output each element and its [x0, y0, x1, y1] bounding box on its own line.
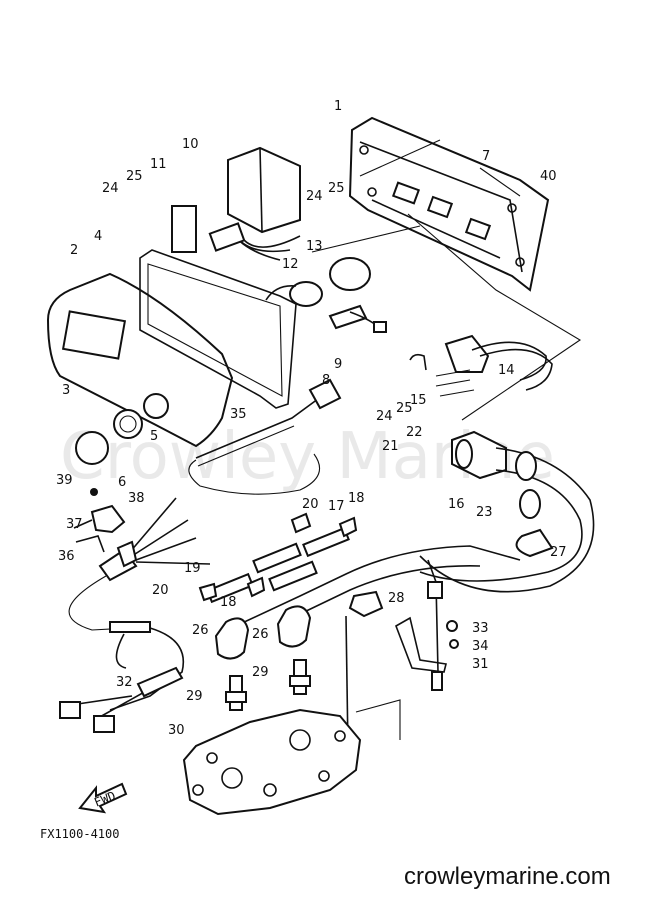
callout: 24 — [306, 189, 323, 204]
bracket-31 — [395, 616, 447, 673]
callout: 32 — [116, 675, 133, 690]
callout: 3 — [62, 383, 70, 398]
callout: 15 — [410, 393, 427, 408]
plug-cap-right — [276, 605, 312, 648]
callout: 28 — [388, 591, 405, 606]
clip-18 — [338, 516, 358, 538]
callout: 26 — [252, 627, 269, 642]
callout: 5 — [150, 429, 158, 444]
callout: 20 — [302, 497, 319, 512]
ignition-coil-14 — [444, 334, 490, 373]
box-cover — [46, 272, 234, 448]
callout: 37 — [66, 517, 83, 532]
washer-34 — [449, 639, 459, 649]
callout: 24 — [376, 409, 393, 424]
clip-20 — [290, 512, 312, 534]
callout: 26 — [192, 623, 209, 638]
callout: 6 — [118, 475, 126, 490]
callout: 29 — [186, 689, 203, 704]
callout: 25 — [126, 169, 143, 184]
callout: 4 — [94, 229, 102, 244]
drawing-code: FX1100-4100 — [40, 827, 119, 841]
bolt-33 — [446, 620, 458, 632]
plug-leads — [239, 545, 521, 625]
callout: 29 — [252, 665, 269, 680]
pulser-coil — [289, 281, 323, 307]
ignition-coil — [419, 430, 595, 593]
cap — [75, 431, 109, 465]
rubber-seal — [113, 409, 143, 439]
sensor-28 — [348, 590, 384, 618]
callout: 23 — [476, 505, 493, 520]
plug-cap-left — [214, 617, 250, 660]
clamp-32 — [115, 633, 127, 669]
callout: 8 — [322, 373, 330, 388]
harness-36 — [68, 497, 211, 631]
callout: 24 — [102, 181, 119, 196]
callout: 19 — [184, 561, 201, 576]
gasket — [139, 249, 297, 409]
electrical-box-base — [348, 116, 550, 292]
callout: 7 — [482, 149, 490, 164]
callout: 20 — [152, 583, 169, 598]
callout: 17 — [328, 499, 345, 514]
callout: 35 — [230, 407, 247, 422]
callout: 21 — [382, 439, 399, 454]
callout: 25 — [328, 181, 345, 196]
spark-plug-right — [289, 659, 311, 695]
clamp — [515, 528, 554, 558]
callout: 34 — [472, 639, 489, 654]
spark-plug-left — [225, 675, 247, 711]
callout: 1 — [334, 99, 342, 114]
callout: 27 — [550, 545, 567, 560]
callout: 31 — [472, 657, 489, 672]
callout: 36 — [58, 549, 75, 564]
callout: 14 — [498, 363, 515, 378]
callout: 2 — [70, 243, 78, 258]
callout: 25 — [396, 401, 413, 416]
callout: 40 — [540, 169, 557, 184]
callout: 39 — [56, 473, 73, 488]
callout: 18 — [220, 595, 237, 610]
grommet-23a — [515, 451, 537, 481]
callout: 18 — [348, 491, 365, 506]
callouts: 1 2 3 4 5 6 7 8 9 10 11 12 13 14 15 16 1… — [56, 99, 567, 738]
callout: 13 — [306, 239, 323, 254]
cylinder-head — [182, 708, 362, 816]
callout: 10 — [182, 137, 199, 152]
grommet-23b — [519, 489, 541, 519]
callout: 12 — [282, 257, 299, 272]
callout: 9 — [334, 357, 342, 372]
callout: 38 — [128, 491, 145, 506]
bracket — [171, 205, 197, 253]
callout: 33 — [472, 621, 489, 636]
site-name: crowleymarine.com — [404, 863, 611, 890]
callout: 22 — [406, 425, 423, 440]
callout: 11 — [150, 157, 167, 172]
fwd-arrow-icon: FWD — [78, 782, 128, 814]
harness-30 — [59, 621, 184, 733]
harness-35 — [195, 395, 323, 459]
clip-38 — [90, 504, 126, 534]
callout: 30 — [168, 723, 185, 738]
cdi-module — [208, 146, 301, 261]
rectifier — [329, 257, 371, 291]
callout: 16 — [448, 497, 465, 512]
